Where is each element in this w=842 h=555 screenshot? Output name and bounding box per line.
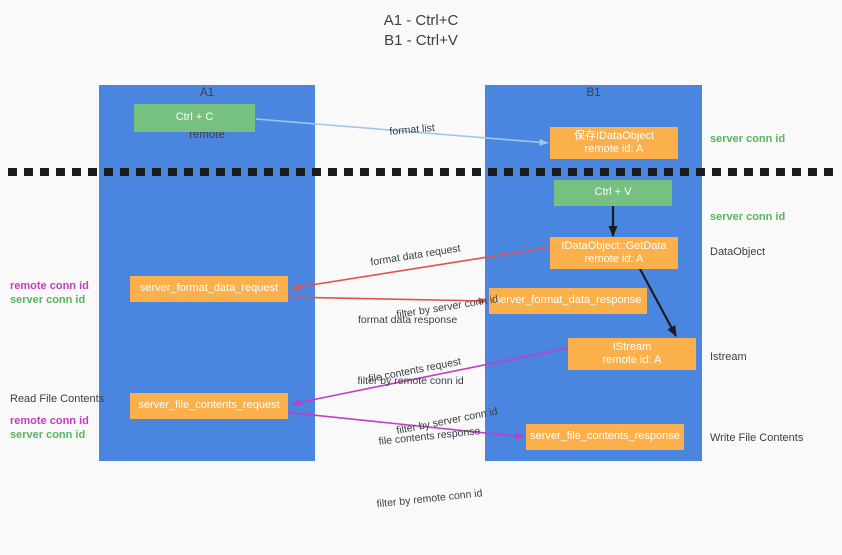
- node-server-format-data-request[interactable]: server_format_data_request: [130, 276, 288, 302]
- column-header-a1-name: A1: [199, 87, 215, 99]
- node-save-idataobject[interactable]: 保存IDataObject remote id: A: [550, 127, 678, 159]
- node-idataobject-getdata-label: IDataObject::GetData remote id: A: [561, 239, 667, 266]
- node-ctrl-c[interactable]: Ctrl + C: [134, 104, 255, 132]
- edge-format-data-request: [291, 246, 552, 291]
- node-idataobject-getdata[interactable]: IDataObject::GetData remote id: A: [550, 237, 678, 269]
- node-ctrl-v[interactable]: Ctrl + V: [554, 180, 672, 206]
- label-server-conn-id-mid: server conn id: [710, 211, 786, 223]
- edge-caption-file-contents-response: file contents response filter by remote …: [375, 396, 492, 552]
- node-server-format-data-response[interactable]: server_format_data_response: [489, 288, 647, 314]
- column-header-a1: A1 remote: [99, 58, 315, 170]
- edge-caption-format-data-response-line2: filter by remote conn id: [340, 360, 464, 402]
- edge-format-list: [255, 118, 549, 146]
- filter-key-remote-conn-id-1: remote conn id: [394, 375, 464, 387]
- node-server-file-contents-request[interactable]: server_file_contents_request: [130, 393, 288, 419]
- node-istream-label: IStream remote id: A: [602, 340, 662, 367]
- filter-by-text-2: filter by: [357, 375, 395, 387]
- node-server-file-contents-request-label: server_file_contents_request: [138, 399, 280, 412]
- diagram-canvas: A1 - Ctrl+C B1 - Ctrl+V A1 remote B1 con…: [8, 12, 834, 510]
- edge-caption-format-data-response: format data response filter by remote co…: [358, 285, 464, 430]
- edge-caption-file-contents-response-line1: file contents response: [378, 425, 481, 448]
- page-title: A1 - Ctrl+C B1 - Ctrl+V: [383, 12, 459, 49]
- label-server-conn-id-top: server conn id: [710, 133, 786, 145]
- edge-caption-format-list: format list: [376, 107, 437, 154]
- edge-caption-format-data-request-line1: format data request: [369, 242, 462, 269]
- node-save-idataobject-label: 保存IDataObject remote id: A: [573, 129, 655, 156]
- node-server-file-contents-response-label: server_file_contents_response: [530, 430, 680, 443]
- label-istream: Istream: [710, 351, 747, 363]
- filter-key-remote-conn-id-2: remote conn id: [412, 487, 483, 507]
- edge-caption-file-contents-request-line1: file contents request: [367, 355, 463, 386]
- edge-getdata-istream: [639, 268, 677, 337]
- label-remote-conn-id-1: remote conn id: [10, 280, 89, 292]
- label-remote-conn-id-2: remote conn id: [10, 415, 89, 427]
- column-header-a1-sub: remote: [189, 129, 225, 141]
- node-server-file-contents-response[interactable]: server_file_contents_response: [526, 424, 684, 450]
- label-read-file-contents: Read File Contents: [10, 393, 105, 405]
- edge-caption-format-data-response-line1: format data response: [358, 314, 458, 326]
- edge-file-contents-request: [291, 347, 569, 406]
- label-server-conn-id-1: server conn id: [10, 294, 86, 306]
- node-ctrl-v-label: Ctrl + V: [594, 186, 632, 199]
- node-ctrl-c-label: Ctrl + C: [175, 111, 214, 124]
- phase-divider: [8, 168, 834, 176]
- node-istream[interactable]: IStream remote id: A: [568, 338, 696, 370]
- column-header-b1-name: B1: [586, 87, 601, 99]
- node-server-format-data-response-label: server_format_data_response: [494, 294, 642, 307]
- filter-by-text-4: filter by: [376, 494, 414, 511]
- edge-caption-format-list-text: format list: [388, 121, 436, 138]
- label-dataobject: DataObject: [710, 246, 766, 258]
- node-server-format-data-request-label: server_format_data_request: [139, 282, 279, 295]
- label-write-file-contents: Write File Contents: [710, 432, 804, 444]
- label-server-conn-id-2: server conn id: [10, 429, 86, 441]
